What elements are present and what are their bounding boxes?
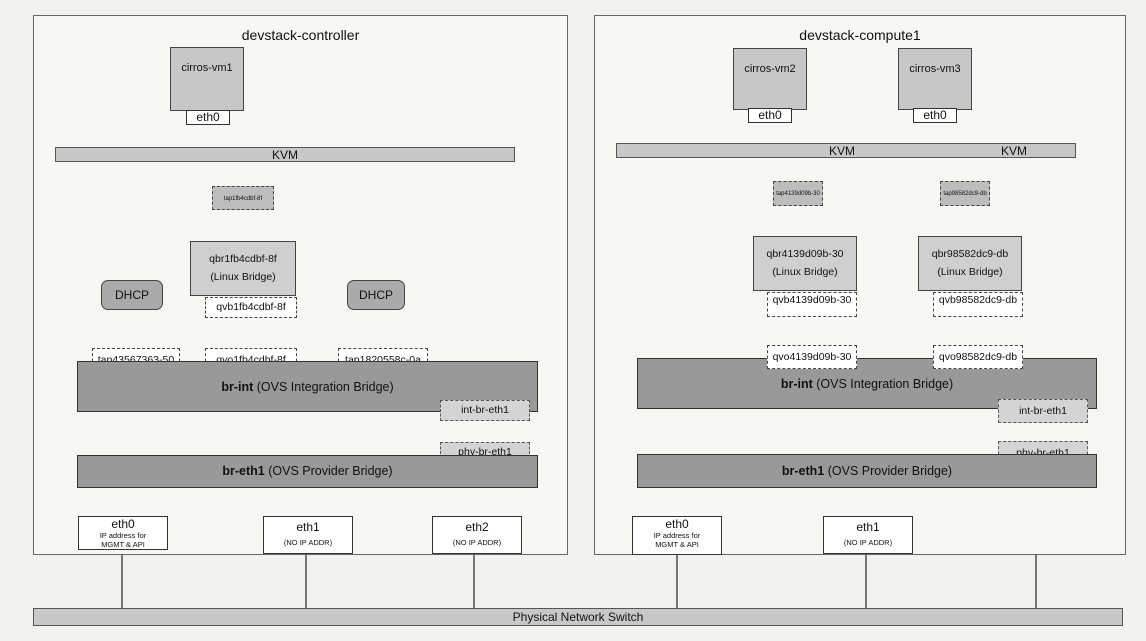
- kvm-label: KVM: [1001, 143, 1028, 158]
- br-int-desc: (OVS Integration Bridge): [256, 380, 394, 394]
- tap-port[interactable]: tap1fb4cdbf-8f: [212, 186, 274, 210]
- kvm-bar: KVM: [55, 147, 515, 162]
- nic-name: eth0: [665, 517, 689, 531]
- qbr-type: (Linux Bridge): [937, 266, 1003, 278]
- qbr-name: qbr4139d09b-30: [766, 248, 844, 260]
- compute-nic-eth0[interactable]: eth0 IP address for MGMT & API: [632, 516, 722, 555]
- nic-sub1: IP address for: [99, 531, 147, 540]
- vm-cirros-vm2[interactable]: cirros-vm2: [733, 48, 807, 110]
- vm-eth0-port[interactable]: eth0: [186, 110, 230, 125]
- kvm-label: KVM: [271, 147, 298, 162]
- qvb-port[interactable]: qvb1fb4cdbf-8f: [205, 297, 297, 318]
- nic-sub2: MGMT & API: [655, 540, 699, 549]
- qbr-type: (Linux Bridge): [772, 266, 838, 278]
- controller-title: devstack-controller: [241, 27, 360, 43]
- vm-eth0-port[interactable]: eth0: [913, 108, 957, 123]
- dhcp-server-2[interactable]: DHCP: [347, 280, 405, 310]
- br-eth1-bridge[interactable]: br-eth1 (OVS Provider Bridge): [637, 454, 1097, 488]
- qvo-port[interactable]: qvo98582dc9-db: [933, 345, 1023, 369]
- vm-name: cirros-vm3: [909, 63, 961, 75]
- nic-sub1: (NO IP ADDR): [452, 538, 502, 547]
- linux-bridge-qbr[interactable]: qbr98582dc9-db (Linux Bridge): [918, 236, 1022, 291]
- nic-sub1: (NO IP ADDR): [283, 538, 333, 547]
- br-int-name: br-int: [221, 380, 254, 394]
- kvm-bar: KVM KVM: [616, 143, 1076, 158]
- br-eth1-name: br-eth1: [781, 464, 825, 478]
- qbr-name: qbr98582dc9-db: [931, 248, 1009, 260]
- br-eth1-desc: (OVS Provider Bridge): [827, 464, 953, 478]
- nic-sub2: MGMT & API: [101, 540, 145, 549]
- nic-name: eth0: [111, 517, 135, 531]
- qbr-name: qbr1fb4cdbf-8f: [209, 253, 277, 265]
- physical-network-switch[interactable]: Physical Network Switch: [33, 608, 1123, 626]
- nic-name: eth2: [465, 520, 489, 534]
- vm-cirros-vm1[interactable]: cirros-vm1: [170, 47, 244, 111]
- qvb-port[interactable]: qvb98582dc9-db: [933, 292, 1023, 317]
- tap-port[interactable]: tap98582dc9-db: [940, 181, 990, 206]
- qbr-type: (Linux Bridge): [210, 271, 276, 283]
- br-eth1-bridge[interactable]: br-eth1 (OVS Provider Bridge): [77, 455, 538, 488]
- nic-name: eth1: [296, 520, 320, 534]
- qvo-port[interactable]: qvo4139d09b-30: [767, 345, 857, 369]
- kvm-label: KVM: [829, 143, 856, 158]
- nic-sub1: (NO IP ADDR): [843, 538, 893, 547]
- br-int-desc: (OVS Integration Bridge): [816, 377, 954, 391]
- vm-eth0-port[interactable]: eth0: [748, 108, 792, 123]
- vm-name: cirros-vm1: [181, 62, 233, 74]
- controller-nic-eth2[interactable]: eth2 (NO IP ADDR): [432, 516, 522, 554]
- vm-name: cirros-vm2: [744, 63, 796, 75]
- nic-sub1: IP address for: [653, 531, 701, 540]
- tap-port[interactable]: tap4139d09b-30: [773, 181, 823, 206]
- nic-name: eth1: [856, 520, 880, 534]
- int-br-eth1-port[interactable]: int-br-eth1: [440, 400, 530, 421]
- br-int-name: br-int: [780, 377, 813, 391]
- br-eth1-desc: (OVS Provider Bridge): [268, 464, 393, 478]
- compute-nic-eth1[interactable]: eth1 (NO IP ADDR): [823, 516, 913, 554]
- controller-nic-eth1[interactable]: eth1 (NO IP ADDR): [263, 516, 353, 554]
- linux-bridge-qbr[interactable]: qbr1fb4cdbf-8f (Linux Bridge): [190, 241, 296, 296]
- qvb-port[interactable]: qvb4139d09b-30: [767, 292, 857, 317]
- br-eth1-name: br-eth1: [222, 464, 265, 478]
- dhcp-server-1[interactable]: DHCP: [101, 280, 163, 310]
- vm-cirros-vm3[interactable]: cirros-vm3: [898, 48, 972, 110]
- compute-title: devstack-compute1: [799, 27, 921, 43]
- int-br-eth1-port[interactable]: int-br-eth1: [998, 399, 1088, 423]
- controller-nic-eth0[interactable]: eth0 IP address for MGMT & API: [78, 516, 168, 550]
- linux-bridge-qbr[interactable]: qbr4139d09b-30 (Linux Bridge): [753, 236, 857, 291]
